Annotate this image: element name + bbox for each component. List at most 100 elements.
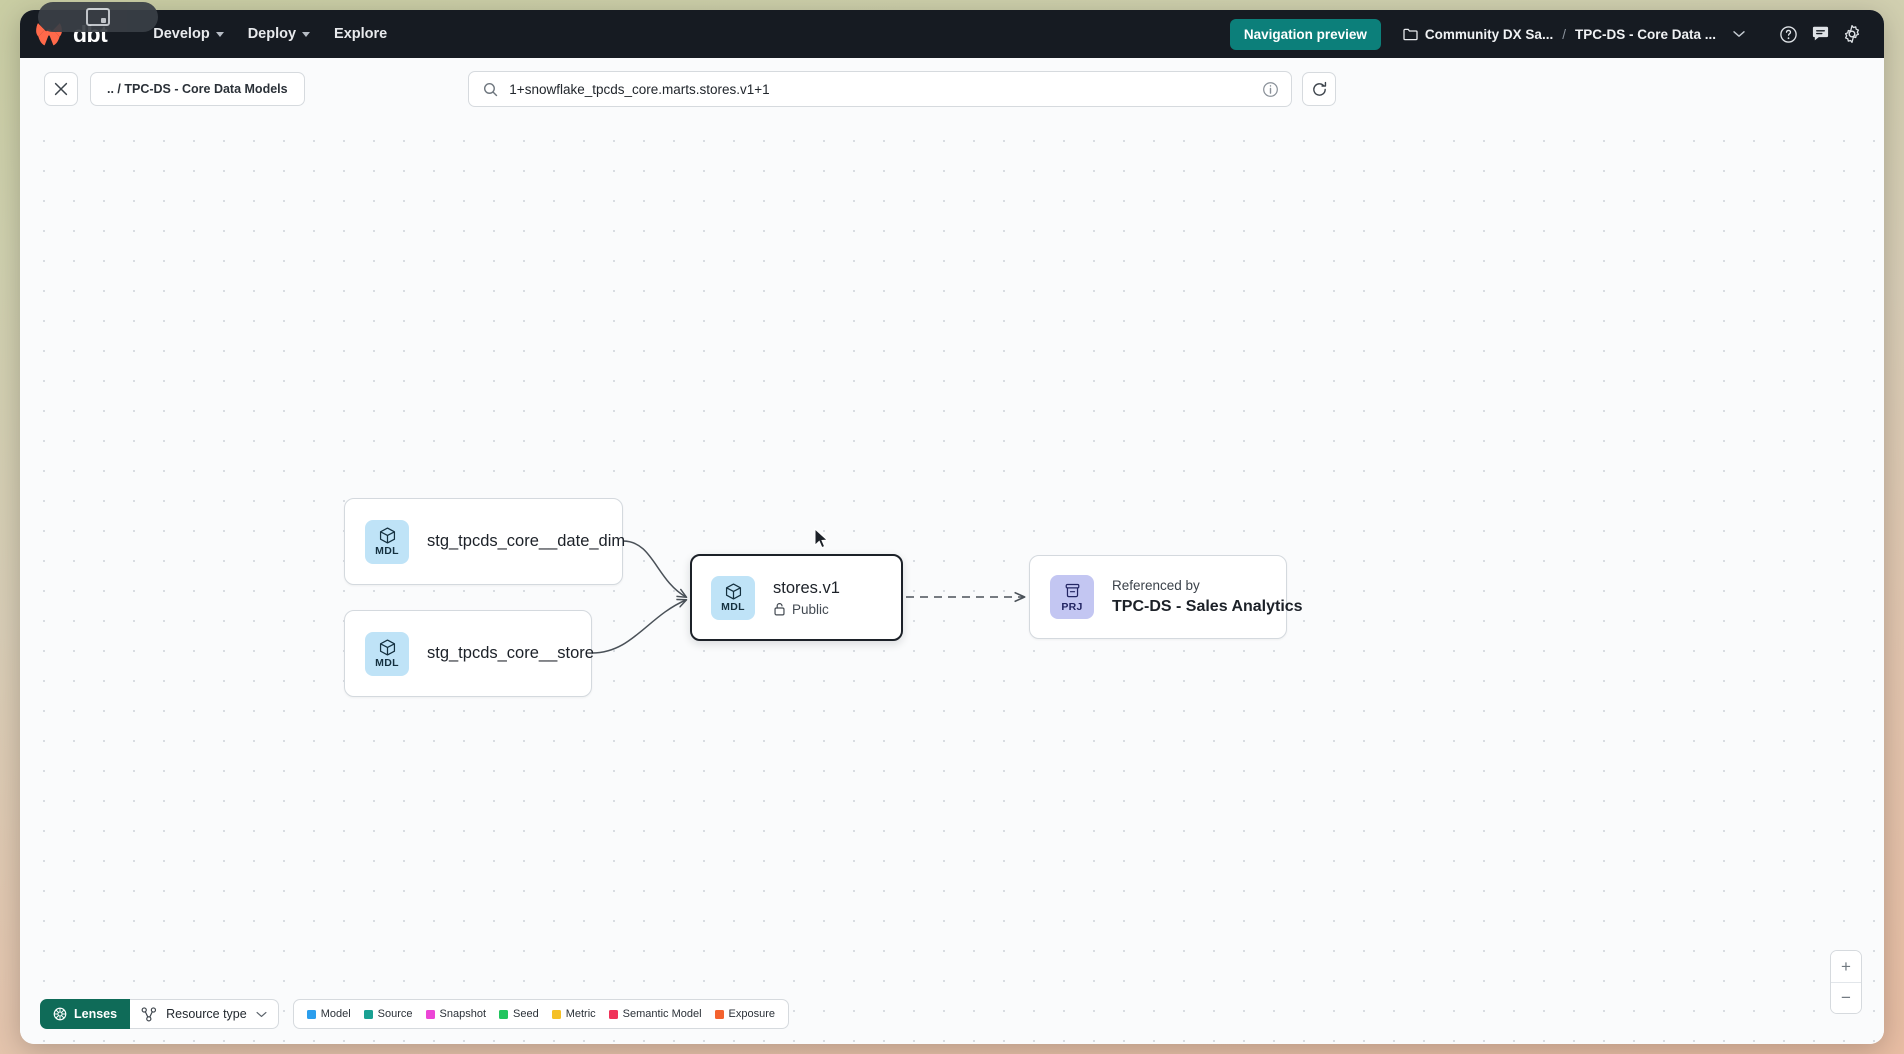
resource-type-label: Resource type	[166, 1007, 247, 1021]
legend-item-seed[interactable]: Seed	[499, 1008, 539, 1020]
model-badge-label: MDL	[375, 545, 399, 558]
legend-item-source[interactable]: Source	[363, 1008, 413, 1020]
close-lineage-button[interactable]	[44, 72, 78, 106]
legend-item-semantic-model[interactable]: Semantic Model	[608, 1008, 702, 1020]
project-chevron-down-icon[interactable]	[1725, 20, 1753, 48]
node-body: Referenced by TPC-DS - Sales Analytics	[1112, 578, 1303, 616]
feedback-icon[interactable]	[1806, 20, 1834, 48]
legend-item-model[interactable]: Model	[306, 1008, 351, 1020]
edge-store-to-stores	[591, 600, 686, 654]
lineage-node-store[interactable]: MDL stg_tpcds_core__store	[344, 610, 594, 697]
legend-swatch	[714, 1009, 724, 1019]
legend-item-exposure[interactable]: Exposure	[714, 1008, 776, 1020]
nav-item-deploy-label: Deploy	[247, 26, 297, 42]
legend-label: Model	[320, 1008, 351, 1020]
edge-date-dim-to-stores	[622, 540, 686, 597]
help-icon[interactable]	[1774, 20, 1802, 48]
project-badge: PRJ	[1050, 575, 1094, 619]
breadcrumb-account[interactable]: Community DX Sa...	[1403, 27, 1553, 42]
legend-item-metric[interactable]: Metric	[551, 1008, 596, 1020]
legend-swatch	[608, 1009, 618, 1019]
nav-right-icons	[1774, 20, 1866, 48]
legend-label: Source	[377, 1008, 413, 1020]
project-badge-label: PRJ	[1061, 600, 1083, 613]
node-title: TPC-DS - Sales Analytics	[1112, 597, 1303, 615]
node-body: stg_tpcds_core__date_dim	[427, 532, 626, 551]
cube-icon	[379, 527, 395, 544]
lineage-edges	[591, 540, 1884, 654]
legend-swatch	[363, 1009, 373, 1019]
legend-label: Metric	[565, 1008, 596, 1020]
model-badge-label: MDL	[721, 601, 745, 614]
lenses-label: Lenses	[74, 1007, 118, 1021]
chevron-down-icon	[256, 1011, 267, 1017]
lineage-node-date-dim[interactable]: MDL stg_tpcds_core__date_dim	[344, 498, 626, 585]
resource-type-legend: Model Source Snapshot Seed Metric	[292, 999, 790, 1029]
nav-item-develop-label: Develop	[153, 26, 210, 42]
lineage-canvas[interactable]: MDL stg_tpcds_core__date_dim MDL stg_tpc…	[20, 120, 1884, 1044]
nav-item-deploy[interactable]: Deploy	[236, 20, 322, 48]
model-badge: MDL	[365, 631, 409, 676]
zoom-out-button[interactable]: −	[1831, 982, 1861, 1013]
search-input[interactable]	[509, 81, 1252, 97]
breadcrumb-account-label: Community DX Sa...	[1424, 26, 1554, 42]
lineage-node-sales-analytics[interactable]: PRJ Referenced by TPC-DS - Sales Analyti…	[1029, 555, 1303, 639]
lineage-search-box[interactable]	[468, 71, 1293, 107]
model-badge-label: MDL	[375, 657, 399, 670]
database-icon	[1065, 583, 1079, 597]
node-kicker: Referenced by	[1112, 578, 1200, 594]
settings-icon[interactable]	[1838, 20, 1866, 48]
account-breadcrumb: Community DX Sa... / TPC-DS - Core Data …	[1403, 20, 1866, 48]
app-window: dbt Develop Deploy Explore Navigation pr…	[20, 10, 1884, 1044]
info-icon[interactable]	[1262, 81, 1279, 98]
resource-type-icon	[141, 1006, 157, 1021]
folder-icon	[1403, 28, 1418, 40]
node-access-row: Public	[773, 602, 840, 617]
node-title: stores.v1	[773, 578, 840, 597]
breadcrumb-project-label: TPC-DS - Core Data ...	[1574, 26, 1716, 42]
lens-icon	[53, 1007, 67, 1021]
navigation-preview-button[interactable]: Navigation preview	[1229, 18, 1381, 50]
zoom-in-button[interactable]: +	[1831, 951, 1861, 982]
cube-icon	[725, 583, 741, 600]
resource-type-dropdown[interactable]: Resource type	[130, 999, 279, 1029]
refresh-lineage-button[interactable]	[1302, 72, 1337, 106]
legend-swatch	[551, 1009, 561, 1019]
explorer-toolbar: .. / TPC-DS - Core Data Models	[20, 58, 1884, 120]
legend-swatch	[425, 1009, 435, 1019]
model-badge: MDL	[365, 519, 409, 564]
lineage-breadcrumb-chip[interactable]: .. / TPC-DS - Core Data Models	[90, 72, 305, 106]
node-access-label: Public	[792, 601, 829, 617]
close-icon	[54, 82, 68, 96]
legend-label: Semantic Model	[622, 1008, 702, 1020]
chevron-down-icon	[302, 31, 311, 37]
nav-item-explore[interactable]: Explore	[322, 20, 399, 48]
legend-swatch	[499, 1009, 509, 1019]
legend-item-snapshot[interactable]: Snapshot	[425, 1008, 487, 1020]
chevron-down-icon	[215, 31, 224, 37]
nav-item-develop[interactable]: Develop	[141, 20, 235, 48]
lineage-bottom-bar: Lenses Resource type	[20, 984, 1884, 1044]
node-title: stg_tpcds_core__store	[427, 644, 594, 662]
cube-icon	[379, 639, 395, 656]
breadcrumb-separator: /	[1562, 26, 1566, 42]
legend-label: Exposure	[728, 1008, 776, 1020]
legend-swatch	[306, 1009, 316, 1019]
node-body: stores.v1 Public	[773, 579, 840, 617]
toolbar-left: .. / TPC-DS - Core Data Models	[44, 72, 305, 106]
unlock-icon	[774, 603, 785, 616]
lenses-control-group: Lenses Resource type	[40, 999, 279, 1029]
lenses-button[interactable]: Lenses	[40, 999, 131, 1029]
node-title: stg_tpcds_core__date_dim	[427, 532, 626, 550]
zoom-controls: + −	[1830, 950, 1862, 1014]
window-tab-icon	[86, 8, 110, 26]
lineage-node-stores-v1[interactable]: MDL stores.v1 Public	[690, 554, 903, 641]
search-wrap	[468, 71, 1337, 107]
legend-label: Seed	[513, 1008, 539, 1020]
node-body: stg_tpcds_core__store	[427, 644, 594, 663]
nav-item-explore-label: Explore	[334, 26, 388, 42]
refresh-icon	[1312, 81, 1326, 96]
desktop-window-tab[interactable]	[38, 2, 158, 32]
toolbar-center	[305, 71, 1500, 107]
legend-label: Snapshot	[439, 1008, 487, 1020]
